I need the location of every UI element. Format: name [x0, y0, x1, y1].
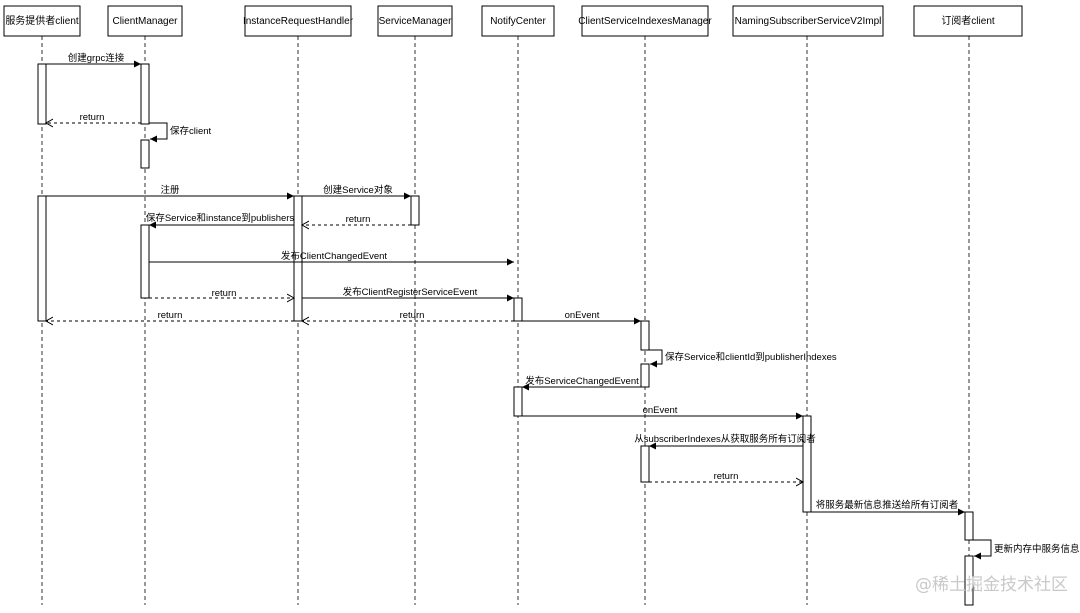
participant-sm: ServiceManager [377, 5, 453, 37]
message-service-changed-label: 发布ServiceChangedEvent [525, 375, 639, 387]
activation-nc-2 [513, 386, 523, 417]
message-service-changed: 发布ServiceChangedEvent [522, 375, 641, 391]
message-client-register: 发布ClientRegisterServiceEvent [302, 286, 514, 302]
message-create-grpc: 创建grpc连接 [46, 52, 141, 68]
message-return-1-label: return [80, 112, 105, 123]
participant-sm-label: ServiceManager [379, 16, 452, 27]
message-save-client-label: 保存client [170, 125, 212, 137]
participant-irh: InstanceRequestHandler [243, 5, 354, 37]
participant-cm: ClientManager [107, 5, 183, 37]
message-update-memory-label: 更新内存中服务信息 [994, 543, 1080, 555]
message-return-6-label: return [714, 471, 739, 482]
message-return-6: return [649, 471, 803, 482]
participant-provider-label: 服务提供者client [5, 14, 79, 27]
participant-provider: 服务提供者client [3, 5, 81, 37]
participant-csim: ClientServiceIndexesManager [578, 5, 712, 37]
activation-irh-1 [293, 195, 303, 322]
activation-cm-3 [140, 224, 150, 299]
message-return-4-label: return [158, 310, 183, 321]
message-save-publisher-indexes-label: 保存Service和clientId到publisherIndexes [665, 351, 837, 363]
activations [37, 63, 974, 606]
activation-sm-1 [410, 195, 420, 226]
message-on-event-2: onEvent [522, 405, 803, 420]
message-create-service-label: 创建Service对象 [323, 184, 393, 196]
message-client-changed-label: 发布ClientChangedEvent [281, 250, 388, 262]
message-return-1: return [46, 112, 141, 123]
activation-cm-2 [140, 139, 150, 169]
activation-subscriber-2 [964, 555, 974, 606]
participants: 服务提供者client ClientManager InstanceReques… [3, 5, 1023, 37]
message-push-subscribers-label: 将服务最新信息推送给所有订阅者 [816, 499, 959, 511]
participant-nc-label: NotifyCenter [490, 16, 546, 27]
message-save-publishers-label: 保存Service和instance到publishers [146, 212, 295, 224]
messages: 创建grpc连接 return 保存client 注册 创建Service对象 … [46, 52, 1080, 560]
activation-csim-2 [640, 363, 650, 388]
activation-csim-3 [640, 445, 650, 483]
participant-subscriber-label: 订阅者client [941, 14, 995, 27]
participant-irh-label: InstanceRequestHandler [243, 16, 354, 27]
message-on-event-1: onEvent [522, 310, 641, 325]
activation-subscriber-1 [964, 511, 974, 541]
participant-csim-label: ClientServiceIndexesManager [578, 16, 712, 27]
message-save-publisher-indexes: 保存Service和clientId到publisherIndexes [649, 349, 837, 368]
message-return-2: return [302, 214, 411, 225]
message-register: 注册 [46, 184, 294, 200]
message-client-register-label: 发布ClientRegisterServiceEvent [343, 286, 478, 298]
participant-nss-label: NamingSubscriberServiceV2Impl [735, 16, 882, 27]
message-create-grpc-label: 创建grpc连接 [68, 52, 125, 64]
message-create-service: 创建Service对象 [302, 184, 411, 200]
message-register-label: 注册 [160, 184, 180, 196]
message-return-5-label: return [400, 310, 425, 321]
activation-provider-2 [37, 195, 47, 322]
message-on-event-2-label: onEvent [643, 405, 678, 416]
participant-cm-label: ClientManager [112, 16, 178, 27]
participant-nss: NamingSubscriberServiceV2Impl [732, 5, 884, 37]
watermark: @稀土掘金技术社区 [915, 575, 1068, 595]
lifelines [41, 36, 970, 605]
activation-csim-1 [640, 320, 650, 351]
message-return-3: return [149, 288, 294, 299]
message-return-5: return [302, 310, 514, 321]
message-get-subscribers: 从subscriberIndexes从获取服务所有订阅者 [634, 433, 816, 450]
message-return-4: return [46, 310, 294, 321]
message-push-subscribers: 将服务最新信息推送给所有订阅者 [811, 499, 965, 516]
message-on-event-1-label: onEvent [565, 310, 600, 321]
message-return-3-label: return [212, 288, 237, 299]
participant-nc: NotifyCenter [481, 5, 555, 37]
participant-subscriber: 订阅者client [913, 5, 1023, 37]
message-return-2-label: return [346, 214, 371, 225]
activation-nss-1 [802, 415, 812, 513]
message-client-changed: 发布ClientChangedEvent [149, 250, 514, 266]
message-save-client: 保存client [149, 122, 212, 143]
activation-nc-1 [513, 297, 523, 322]
activation-cm-1 [140, 63, 150, 125]
message-get-subscribers-label: 从subscriberIndexes从获取服务所有订阅者 [634, 433, 816, 445]
message-save-publishers: 保存Service和instance到publishers [146, 212, 295, 229]
activation-provider-1 [37, 63, 47, 125]
message-update-memory: 更新内存中服务信息 [973, 539, 1080, 560]
